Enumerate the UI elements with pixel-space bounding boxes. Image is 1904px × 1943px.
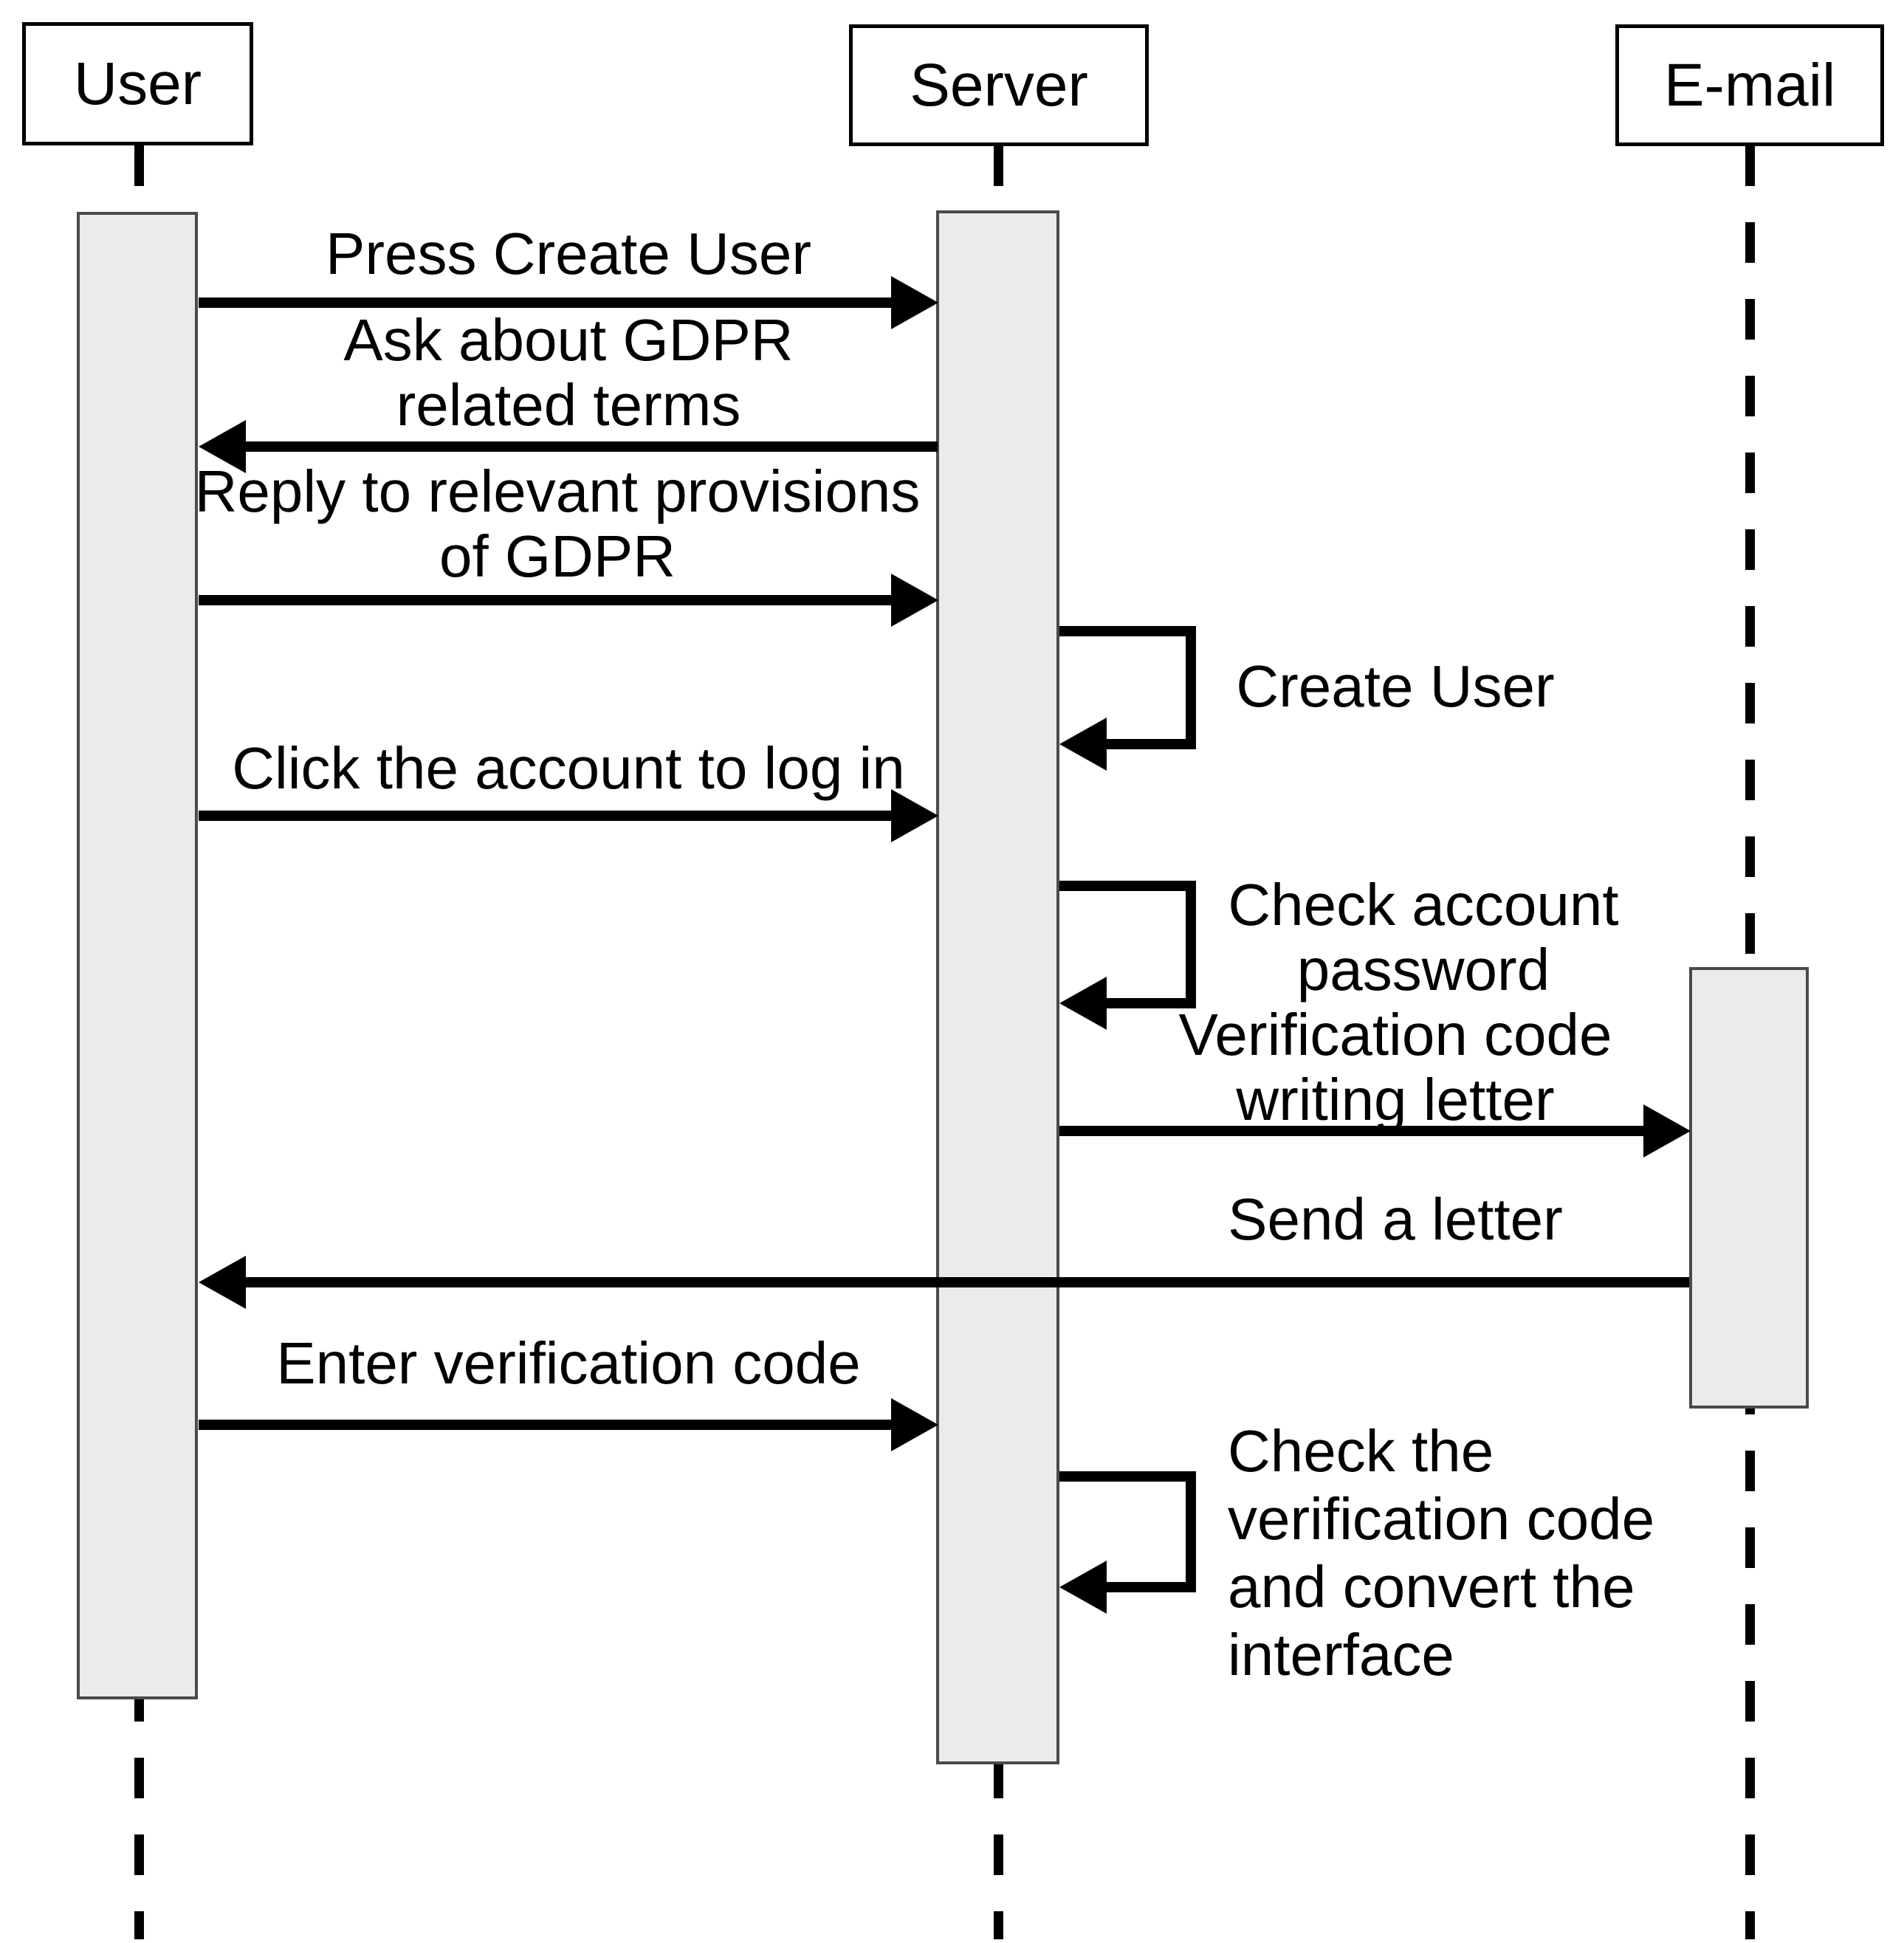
message-label-click-login: Click the account to log in <box>232 735 905 801</box>
message-line-reply-gdpr <box>199 595 900 605</box>
message-line-press-create-user <box>199 298 900 308</box>
actor-box-user: User <box>22 22 253 145</box>
self-loop-check-password-top <box>1059 881 1196 891</box>
actor-box-server: Server <box>849 24 1149 146</box>
self-loop-create-user-top <box>1059 626 1196 636</box>
arrowhead-ask-gdpr <box>199 420 246 473</box>
arrowhead-enter-code <box>891 1398 938 1451</box>
message-line-enter-code <box>199 1420 900 1430</box>
arrowhead-check-code <box>1059 1561 1107 1614</box>
arrowhead-click-login <box>891 789 938 842</box>
message-label-ask-gdpr: Ask about GDPR related terms <box>343 307 794 438</box>
self-loop-create-user-bottom <box>1105 739 1196 749</box>
activation-bar-email <box>1689 967 1809 1409</box>
self-loop-check-code-right <box>1186 1471 1196 1592</box>
actor-label-email: E-mail <box>1663 51 1836 119</box>
message-label-reply-gdpr: Reply to relevant provisions of GDPR <box>194 458 921 589</box>
message-line-click-login <box>199 811 900 821</box>
message-label-create-user: Create User <box>1236 653 1555 719</box>
self-loop-create-user-right <box>1186 626 1196 749</box>
message-label-enter-code: Enter verification code <box>276 1330 861 1396</box>
message-label-press-create-user: Press Create User <box>326 221 811 286</box>
message-line-ask-gdpr <box>238 441 938 452</box>
message-label-send-letter: Send a letter <box>1228 1186 1563 1252</box>
actor-label-user: User <box>73 49 202 117</box>
actor-label-server: Server <box>910 51 1088 119</box>
message-label-verification-letter: Verification code writing letter <box>1178 1002 1612 1132</box>
arrowhead-reply-gdpr <box>891 574 938 627</box>
arrowhead-verification-letter <box>1643 1104 1691 1158</box>
self-loop-check-password-right <box>1186 881 1196 1008</box>
self-loop-check-code-top <box>1059 1471 1196 1482</box>
arrowhead-send-letter <box>199 1256 246 1309</box>
message-line-send-letter <box>238 1277 1689 1287</box>
message-line-verification-letter <box>1059 1126 1652 1136</box>
actor-box-email: E-mail <box>1615 24 1884 146</box>
activation-bar-server <box>936 210 1059 1764</box>
self-loop-check-password-bottom <box>1105 998 1196 1008</box>
activation-bar-user <box>77 212 198 1699</box>
arrowhead-press-create-user <box>891 276 938 329</box>
arrowhead-create-user <box>1059 718 1107 771</box>
message-label-check-password: Check account password <box>1228 872 1619 1003</box>
self-loop-check-code-bottom <box>1105 1582 1196 1592</box>
message-label-check-code: Check the verification code and convert … <box>1228 1418 1655 1688</box>
arrowhead-check-password <box>1059 977 1107 1030</box>
